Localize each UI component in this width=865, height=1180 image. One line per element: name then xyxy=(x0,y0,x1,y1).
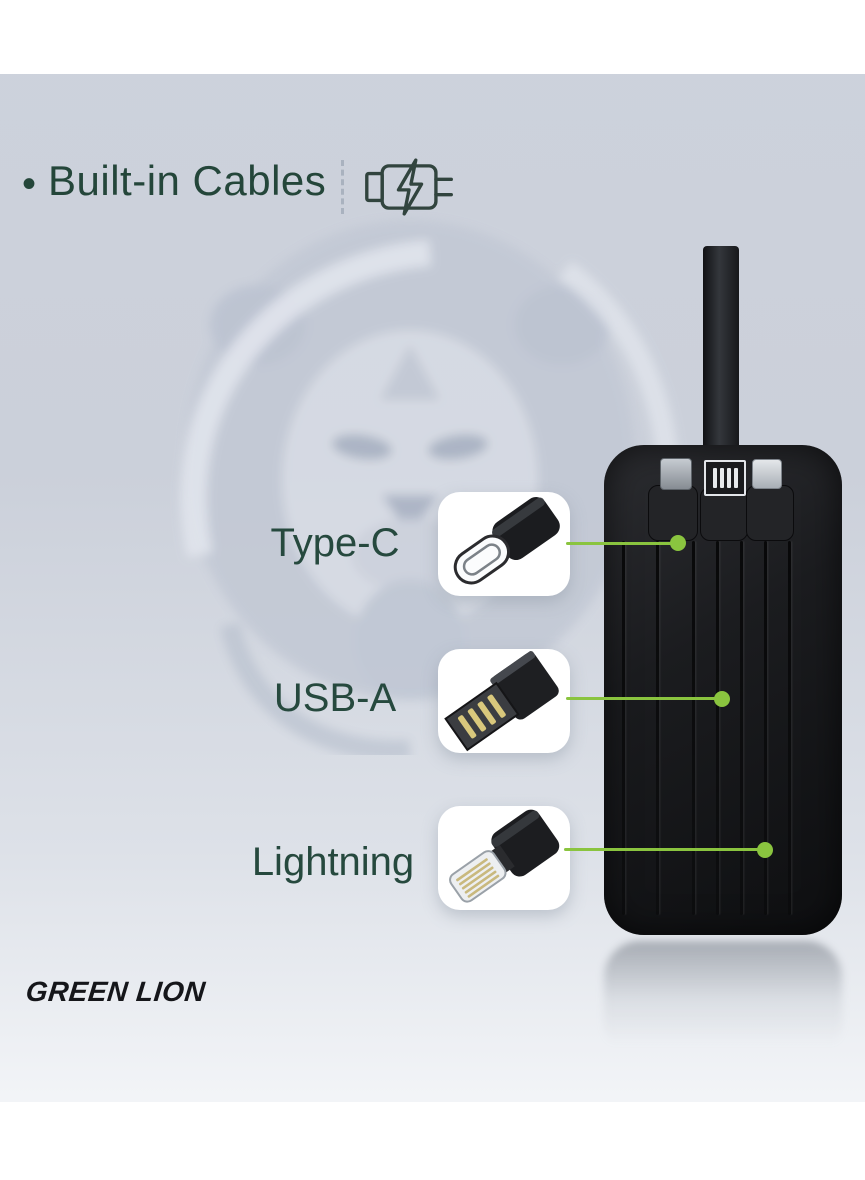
cable-groove xyxy=(656,541,659,915)
connector-card-usb-a xyxy=(438,649,570,753)
callout-dot-type-c xyxy=(670,535,686,551)
connector-card-type-c xyxy=(438,492,570,596)
brand-logo: GREEN LION xyxy=(24,976,207,1007)
callout-label-lightning: Lightning xyxy=(251,840,415,884)
cable-groove xyxy=(764,541,767,915)
page-title: Built-in Cables xyxy=(48,157,327,204)
power-bank-reflection xyxy=(604,941,842,1059)
connector-card-lightning xyxy=(438,806,570,910)
title-divider xyxy=(341,160,344,214)
type-c-plug-body xyxy=(648,485,698,541)
top-white-band xyxy=(0,0,865,74)
cable-groove xyxy=(716,541,719,915)
type-c-connector-image xyxy=(453,497,560,585)
lightning-tip-icon xyxy=(752,459,782,489)
charging-cable-icon xyxy=(365,158,453,216)
callout-dot-usb-a xyxy=(714,691,730,707)
callout-dot-lightning xyxy=(757,842,773,858)
callout-label-type-c: Type-C xyxy=(270,521,400,565)
cable-groove xyxy=(622,541,625,915)
callout-label-usb-a: USB-A xyxy=(273,676,397,720)
power-bank xyxy=(604,445,842,935)
bottom-white-band xyxy=(0,1102,865,1180)
callout-line-lightning xyxy=(564,848,765,851)
callout-line-usb-a xyxy=(566,697,722,700)
cable-groove xyxy=(788,541,791,915)
cable-groove xyxy=(740,541,743,915)
lightning-connector-image xyxy=(449,809,560,903)
lanyard-strap xyxy=(703,246,739,458)
type-c-tip-icon xyxy=(660,458,692,490)
lightning-plug-body xyxy=(746,485,794,541)
title-bullet: • xyxy=(22,162,37,206)
cable-groove xyxy=(692,541,695,915)
callout-line-type-c xyxy=(566,542,678,545)
usb-a-tip-icon xyxy=(704,460,746,496)
lion-watermark xyxy=(180,220,680,755)
usb-a-connector-image xyxy=(444,651,559,752)
